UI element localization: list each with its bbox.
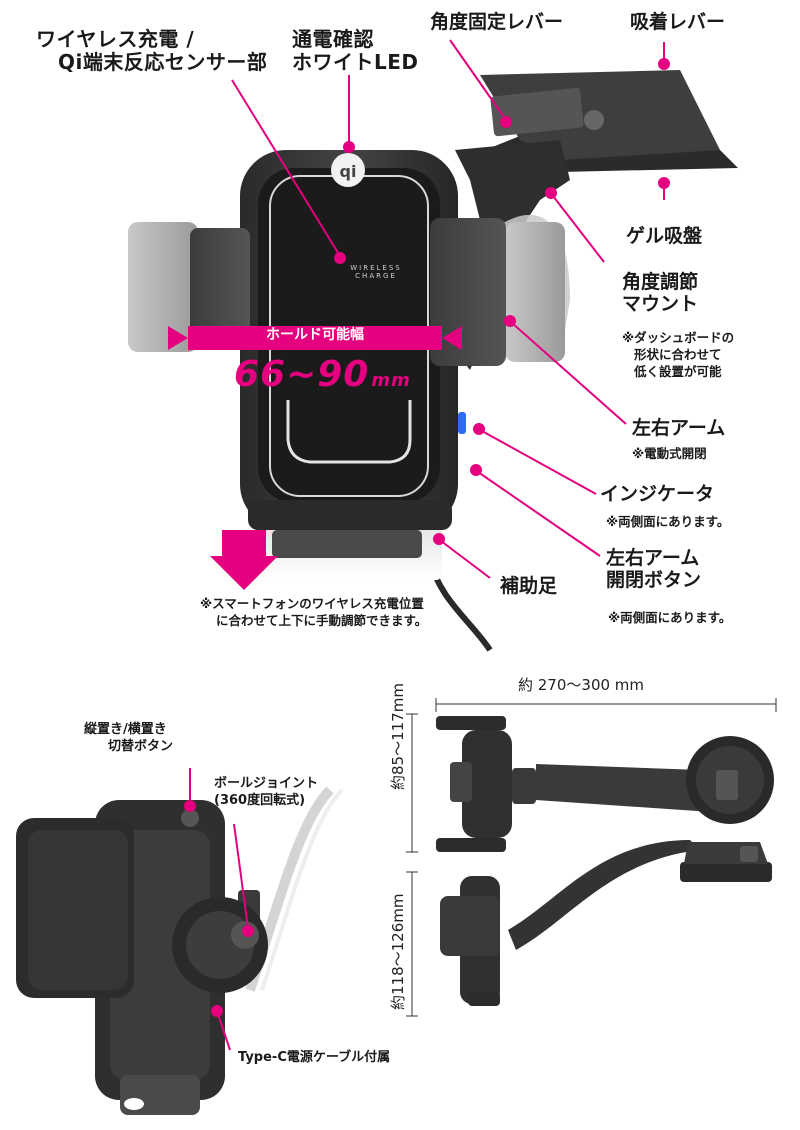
arm-button-note: ※両側面にあります。: [608, 610, 732, 625]
typec-label: Type-C電源ケーブル付属: [238, 1050, 391, 1065]
arm-button-label: 左右アーム 開閉ボタン: [606, 547, 702, 592]
hold-width-banner: [168, 326, 462, 350]
angle-mount-note-line1: ※ダッシュボードの: [622, 330, 735, 345]
arms-note: ※電動式開閉: [632, 446, 707, 461]
side-view-upright: [436, 716, 774, 852]
wireless-sensor-label: ワイヤレス充電 / Qi端末反応センサー部: [36, 28, 267, 74]
leader-lines-bottom: [184, 768, 254, 1051]
gel-suction-label: ゲル吸盤: [626, 225, 703, 247]
adjust-down-arrow: [210, 530, 278, 590]
dimension-lines: [406, 698, 777, 1017]
angle-mount-label: 角度調節 マウント: [622, 271, 699, 316]
arms-label: 左右アーム: [632, 417, 726, 439]
adjust-note-line2: に合わせて上下に手動調節できます。: [216, 612, 428, 628]
aux-foot-label: 補助足: [500, 575, 558, 597]
angle-mount-line1: 角度調節: [622, 271, 699, 293]
angle-mount-line2: マウント: [622, 292, 699, 315]
back-view: [16, 786, 344, 1115]
svg-text:qi: qi: [340, 162, 357, 181]
adjust-note-line1: ※スマートフォンのワイヤレス充電位置: [200, 596, 424, 611]
orientation-button-line1: 縦置き/横置き: [84, 722, 167, 737]
side-view-lowered: [440, 840, 772, 1006]
device-print-line1: WIRELESS: [350, 264, 402, 272]
device-print-line2: CHARGE: [355, 272, 397, 281]
ball-joint-line2: (360度回転式): [214, 792, 306, 808]
wireless-sensor-line2: Qi端末反応センサー部: [58, 50, 268, 74]
indicator-label: インジケータ: [600, 483, 715, 505]
adjust-note: ※スマートフォンのワイヤレス充電位置 に合わせて上下に手動調節できます。: [200, 596, 427, 630]
indicator-note: ※両側面にあります。: [606, 514, 730, 529]
height-dimension-2: 約118〜126mm: [389, 893, 407, 1011]
leader-lines-top: [231, 39, 670, 579]
white-led-line1: 通電確認: [292, 27, 374, 51]
arm-button-line2: 開閉ボタン: [606, 568, 702, 591]
angle-mount-note: ※ダッシュボードの 形状に合わせて 低く設置が可能: [622, 330, 734, 381]
angle-mount-note-line3: 低く設置が可能: [634, 363, 722, 379]
orientation-button-label: 縦置き/横置き 切替ボタン: [84, 722, 173, 756]
orientation-button-line2: 切替ボタン: [108, 738, 174, 754]
angle-lever-label: 角度固定レバー: [430, 11, 564, 33]
hold-width-title: ホールド可能幅: [266, 327, 364, 343]
suction-lever-label: 吸着レバー: [630, 11, 726, 33]
ball-joint-label: ボールジョイント (360度回転式): [214, 776, 318, 810]
white-led-line2: ホワイトLED: [292, 50, 419, 74]
wireless-sensor-line1: ワイヤレス充電 /: [36, 27, 195, 51]
hold-width-value: 66~90: [234, 354, 370, 395]
hold-width-unit: mm: [371, 370, 411, 391]
arm-button-line1: 左右アーム: [606, 547, 700, 569]
width-dimension: 約 270〜300 mm: [518, 676, 645, 694]
device-print: WIRELESS CHARGE: [336, 264, 416, 280]
ball-joint-line1: ボールジョイント: [214, 776, 319, 791]
white-led-label: 通電確認 ホワイトLED: [292, 28, 419, 74]
height-dimension-1: 約85〜117mm: [389, 683, 407, 790]
angle-mount-note-line2: 形状に合わせて: [634, 346, 722, 362]
